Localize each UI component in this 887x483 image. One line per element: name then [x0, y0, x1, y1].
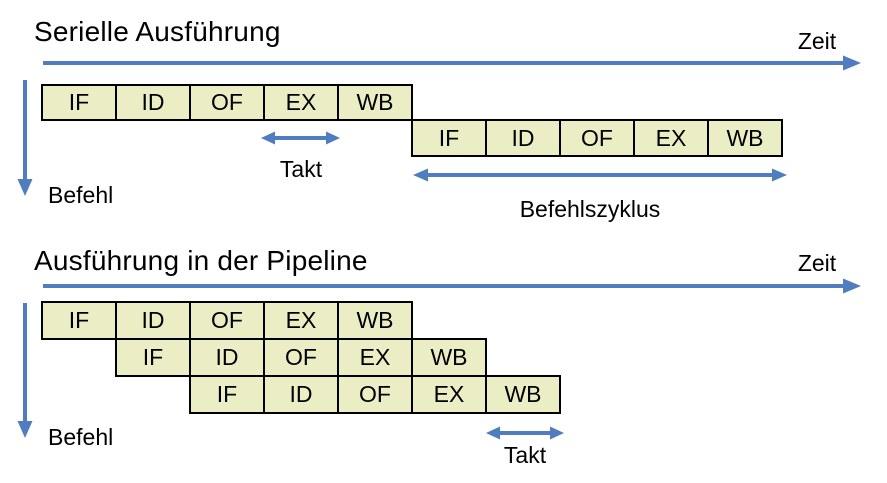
stage-cell-id: ID: [115, 84, 191, 121]
pipeline-takt-label: Takt: [503, 442, 547, 468]
stage-cell-wb: WB: [411, 338, 487, 377]
stage-cell-of: OF: [189, 301, 265, 340]
serial-section-title: Serielle Ausführung: [34, 16, 281, 47]
pipeline-row-1: IF ID OF EX WB: [41, 301, 413, 340]
stage-cell-ex: EX: [263, 301, 339, 340]
serial-befehl-arrow: [17, 80, 33, 196]
serial-takt-label: Takt: [279, 156, 323, 182]
serial-befehlszyklus-arrow: [413, 168, 787, 182]
stage-cell-ex: EX: [633, 119, 709, 157]
pipeline-section-title: Ausführung in der Pipeline: [34, 245, 368, 276]
stage-cell-if: IF: [189, 375, 265, 414]
stage-cell-wb: WB: [337, 301, 413, 340]
pipeline-time-label: Zeit: [797, 250, 837, 276]
serial-befehl-label: Befehl: [48, 182, 114, 208]
stage-cell-if: IF: [115, 338, 191, 377]
stage-cell-ex: EX: [337, 338, 413, 377]
stage-cell-if: IF: [41, 301, 117, 340]
pipeline-row-2: IF ID OF EX WB: [115, 338, 487, 377]
pipeline-takt-arrow: [486, 426, 564, 440]
stage-cell-ex: EX: [263, 84, 339, 121]
serial-time-label: Zeit: [797, 28, 837, 54]
stage-cell-of: OF: [189, 84, 265, 121]
stage-cell-of: OF: [337, 375, 413, 414]
stage-cell-ex: EX: [411, 375, 487, 414]
pipeline-befehl-arrow: [17, 303, 33, 438]
serial-time-axis-arrow: [43, 55, 861, 71]
stage-cell-id: ID: [263, 375, 339, 414]
stage-cell-if: IF: [411, 119, 487, 157]
serial-befehlszyklus-label: Befehlszyklus: [519, 196, 661, 222]
pipeline-row-3: IF ID OF EX WB: [189, 375, 561, 414]
stage-cell-id: ID: [485, 119, 561, 157]
stage-cell-id: ID: [189, 338, 265, 377]
pipeline-time-axis-arrow: [43, 278, 861, 294]
serial-row-1: IF ID OF EX WB: [41, 84, 413, 121]
stage-cell-of: OF: [263, 338, 339, 377]
serial-takt-arrow: [261, 131, 340, 145]
serial-row-2: IF ID OF EX WB: [411, 119, 783, 157]
stage-cell-wb: WB: [707, 119, 783, 157]
stage-cell-wb: WB: [337, 84, 413, 121]
stage-cell-id: ID: [115, 301, 191, 340]
stage-cell-wb: WB: [485, 375, 561, 414]
stage-cell-if: IF: [41, 84, 117, 121]
stage-cell-of: OF: [559, 119, 635, 157]
pipeline-befehl-label: Befehl: [48, 424, 114, 450]
